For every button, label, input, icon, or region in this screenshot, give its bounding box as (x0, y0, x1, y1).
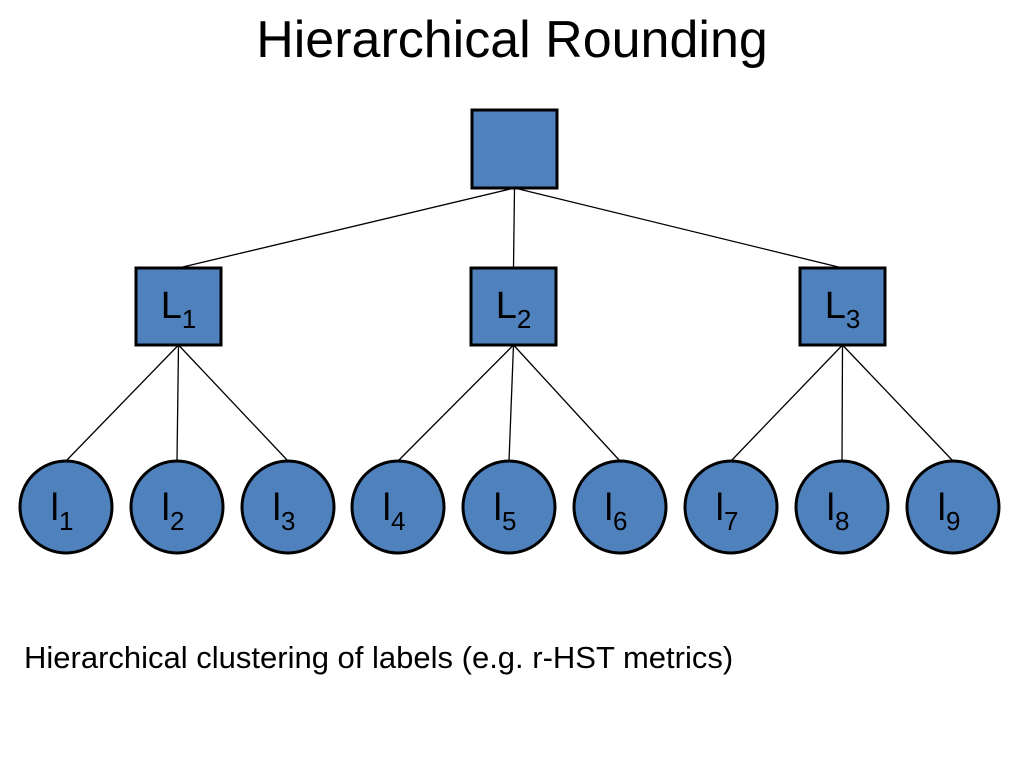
leaf-node-9 (905, 459, 1001, 555)
leaf-label-3-main: l (273, 487, 281, 529)
edge-cluster-2-leaf-2 (508, 344, 515, 462)
edge-cluster-1-leaf-3 (178, 344, 289, 462)
leaf-label-8: l8 (827, 487, 850, 536)
leaf-label-1-main: l (51, 487, 59, 529)
leaf-node-6 (572, 459, 668, 555)
leaf-label-5: l5 (494, 487, 517, 536)
cluster-label-1-main: L (161, 285, 182, 327)
leaf-label-5-subscript: 5 (502, 506, 516, 536)
edge-cluster-2-leaf-3 (513, 344, 621, 462)
leaf-label-2: l2 (162, 487, 185, 536)
edge-cluster-2-leaf-1 (397, 344, 514, 462)
slide-title: Hierarchical Rounding (256, 11, 768, 69)
leaf-label-9-main: l (938, 487, 946, 529)
leaf-node-3 (240, 459, 336, 555)
leaf-label-6-subscript: 6 (613, 506, 627, 536)
leaf-label-4-main: l (383, 487, 391, 529)
leaf-label-8-main: l (827, 487, 835, 529)
edge-root-cluster-2 (512, 187, 516, 269)
cluster-node-3 (798, 266, 887, 347)
edge-root-cluster-3 (514, 187, 843, 269)
edge-cluster-1-leaf-1 (65, 344, 179, 462)
leaf-label-7: l7 (716, 487, 739, 536)
leaf-label-3: l3 (273, 487, 296, 536)
cluster-label-2-subscript: 2 (517, 304, 531, 334)
leaf-node-7 (683, 459, 779, 555)
leaf-label-1-subscript: 1 (59, 506, 73, 536)
leaf-label-6: l6 (605, 487, 628, 536)
leaf-label-6-main: l (605, 487, 613, 529)
edge-cluster-1-leaf-2 (176, 344, 180, 462)
leaf-label-3-subscript: 3 (281, 506, 295, 536)
edge-cluster-3-leaf-3 (842, 344, 954, 462)
edge-root-cluster-1 (178, 187, 515, 269)
cluster-label-1-subscript: 1 (182, 304, 196, 334)
leaf-node-4 (350, 459, 446, 555)
leaf-label-5-main: l (494, 487, 502, 529)
tree-edges (65, 187, 954, 462)
cluster-label-3-subscript: 3 (846, 304, 860, 334)
cluster-label-2-main: L (496, 285, 517, 327)
leaf-label-2-subscript: 2 (170, 506, 184, 536)
leaf-label-2-main: l (162, 487, 170, 529)
cluster-node-2 (469, 266, 558, 347)
cluster-label-1: L1 (161, 285, 197, 334)
cluster-label-3-main: L (825, 285, 846, 327)
leaf-label-7-subscript: 7 (724, 506, 738, 536)
edge-cluster-3-leaf-2 (841, 344, 844, 462)
leaf-node-5 (461, 459, 557, 555)
leaf-label-4-subscript: 4 (391, 506, 405, 536)
leaf-label-9-subscript: 9 (946, 506, 960, 536)
leaf-label-1: l1 (51, 487, 74, 536)
root-node (470, 108, 559, 190)
leaf-label-4: l4 (383, 487, 406, 536)
leaf-label-8-subscript: 8 (835, 506, 849, 536)
caption: Hierarchical clustering of labels (e.g. … (24, 640, 734, 675)
cluster-label-2: L2 (496, 285, 532, 334)
leaf-node-2 (129, 459, 225, 555)
cluster-node-1 (134, 266, 223, 347)
edge-cluster-3-leaf-1 (730, 344, 843, 462)
leaf-label-7-main: l (716, 487, 724, 529)
leaf-node-1 (18, 459, 114, 555)
leaf-label-9: l9 (938, 487, 961, 536)
cluster-label-3: L3 (825, 285, 861, 334)
leaf-node-8 (794, 459, 890, 555)
